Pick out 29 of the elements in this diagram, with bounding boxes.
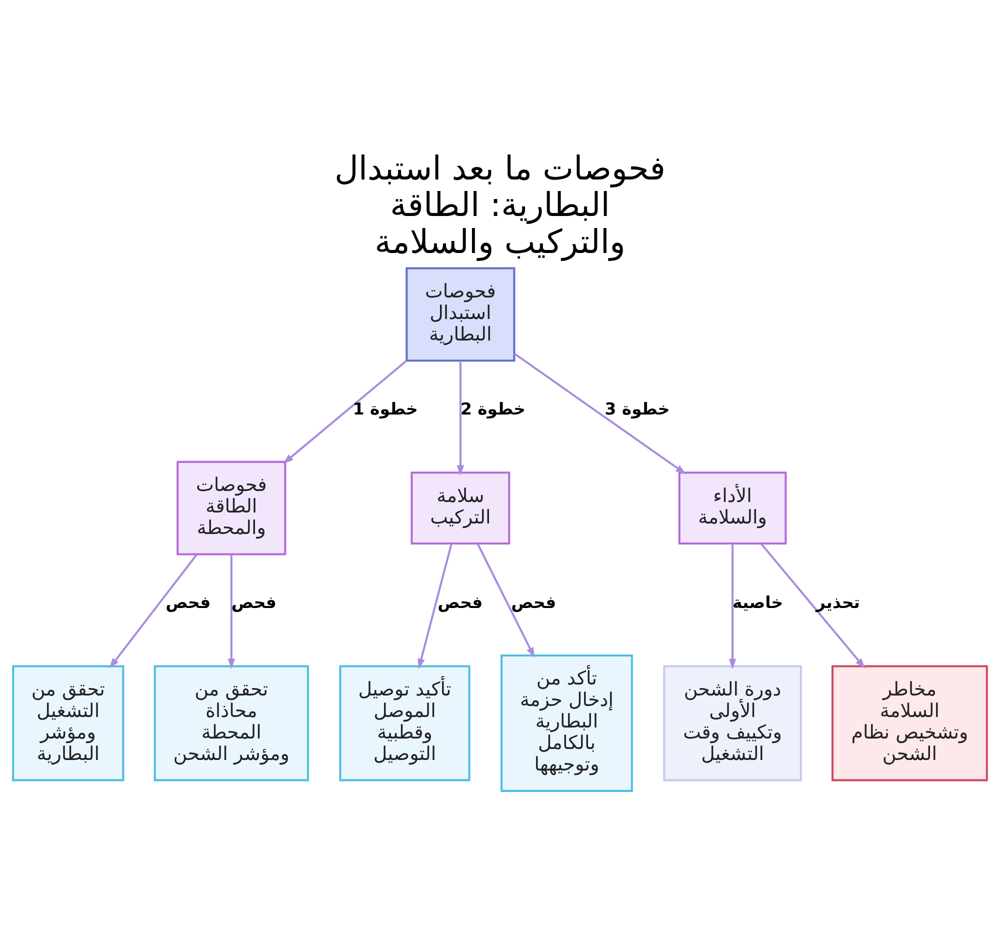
- node-box: تحقق من التشغيل ومؤشر البطارية: [12, 664, 124, 781]
- node-box: تحقق من محاذاة المحطة ومؤشر الشحن: [154, 664, 309, 781]
- edge-label: فحص: [231, 592, 276, 612]
- arrow: [760, 542, 866, 668]
- edge-label: تحذير: [816, 592, 860, 612]
- node-box: دورة الشحن الأولى وتكييف وقت التشغيل: [663, 664, 802, 781]
- edge-label: خطوة 2: [460, 398, 526, 418]
- arrow: [282, 360, 407, 464]
- diagram-title: فحوصات ما بعد استبدال البطارية: الطاقة والتركيب والسلامة: [334, 148, 666, 260]
- edge-label: فحص: [511, 592, 556, 612]
- arrow: [514, 352, 686, 474]
- node-box: مخاطر السلامة وتشخيص نظام الشحن: [832, 664, 988, 781]
- edge-label: فحص: [166, 592, 211, 612]
- arrow: [109, 553, 198, 668]
- arrow: [728, 544, 736, 669]
- edge-label: خطوة 3: [604, 398, 670, 418]
- arrow: [418, 543, 452, 669]
- node-box: الأداء والسلامة: [678, 471, 787, 544]
- node-box: تأكد من إدخال حزمة البطارية بالكامل وتوجيهها: [500, 654, 633, 792]
- node-box: فحوصات استبدال البطارية: [406, 266, 516, 362]
- node-box: فحوصات الطاقة والمحطة: [176, 460, 286, 555]
- node-box: سلامة التركيب: [410, 471, 510, 544]
- arrow: [476, 543, 535, 658]
- arrow: [228, 554, 236, 669]
- arrow: [456, 360, 464, 476]
- edge-label: خاصية: [732, 592, 784, 612]
- edge-label: فحص: [438, 592, 483, 612]
- node-box: تأكيد توصيل الموصل وقطبية التوصيل: [339, 664, 470, 781]
- edge-label: خطوة 1: [352, 398, 418, 418]
